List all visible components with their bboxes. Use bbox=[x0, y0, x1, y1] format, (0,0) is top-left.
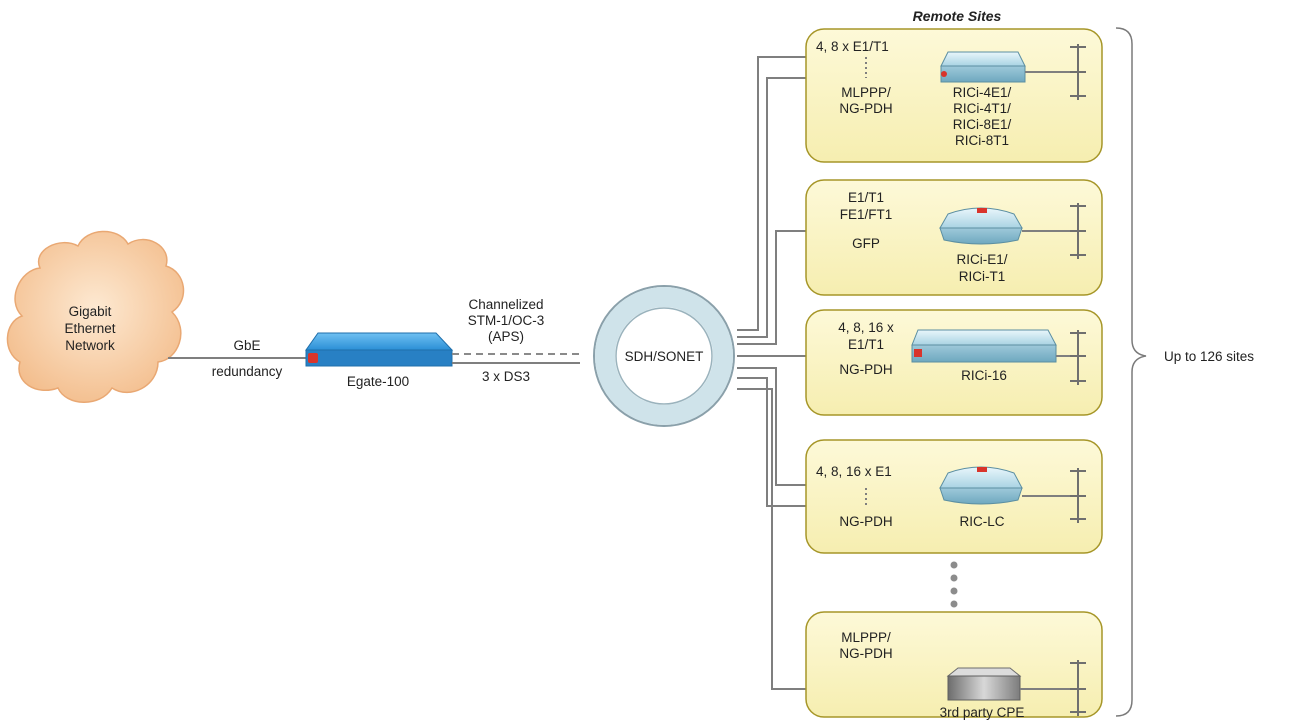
site2-device-line2: RICi-T1 bbox=[959, 269, 1006, 284]
site4-device-line1: RIC-LC bbox=[959, 514, 1004, 529]
ric-i-e1-device bbox=[939, 207, 1023, 245]
site3-lan-ports bbox=[1070, 330, 1086, 385]
site1-proto-line2: NG-PDH bbox=[839, 101, 892, 116]
site1-device-line3: RICi-8E1/ bbox=[953, 117, 1012, 132]
sdh-sonet-ring: SDH/SONET bbox=[593, 285, 735, 427]
site1-link-label: 4, 8 x E1/T1 bbox=[816, 39, 889, 54]
remote-site-2: E1/T1 FE1/FT1 GFP RICi-E1/ RICi-T1 bbox=[805, 179, 1103, 296]
gbe-redundancy-label: redundancy bbox=[212, 364, 283, 379]
sites-range-label: Up to 126 sites bbox=[1164, 349, 1254, 364]
uplink-label-line1: Channelized bbox=[468, 297, 543, 312]
site1-device-line4: RICi-8T1 bbox=[955, 133, 1009, 148]
site3-device-line1: RICi-16 bbox=[961, 368, 1007, 383]
site1-device-line1: RICi-4E1/ bbox=[953, 85, 1012, 100]
ric-i-16-device bbox=[911, 329, 1057, 363]
uplink: Channelized STM-1/OC-3 (APS) 3 x DS3 bbox=[452, 297, 580, 384]
site1-lan-ports bbox=[1070, 44, 1086, 100]
gbe-link-label: GbE bbox=[233, 338, 260, 353]
gbe-link: GbE redundancy bbox=[168, 338, 306, 379]
site4-link-line1: 4, 8, 16 x E1 bbox=[816, 464, 892, 479]
remote-sites-title: Remote Sites bbox=[913, 8, 1002, 24]
egate-100-device: Egate-100 bbox=[305, 332, 454, 389]
site2-link-line2: FE1/FT1 bbox=[840, 207, 893, 222]
cloud-icon bbox=[6, 230, 185, 403]
ric-lc-device bbox=[939, 466, 1023, 505]
uplink-ds3-label: 3 x DS3 bbox=[482, 369, 530, 384]
site1-proto-line1: MLPPP/ bbox=[841, 85, 891, 100]
egate-led-icon bbox=[308, 353, 318, 363]
site5-device-line1: 3rd party CPE bbox=[940, 705, 1025, 720]
site2-link-line1: E1/T1 bbox=[848, 190, 884, 205]
site4-proto-line1: NG-PDH bbox=[839, 514, 892, 529]
remote-site-4: 4, 8, 16 x E1 NG-PDH RIC-LC bbox=[805, 439, 1103, 554]
site5-proto-line2: NG-PDH bbox=[839, 646, 892, 661]
cloud-label-line2: Ethernet bbox=[64, 321, 115, 336]
more-sites-dots bbox=[950, 561, 958, 608]
remote-site-3: 4, 8, 16 x E1/T1 NG-PDH RICi-16 bbox=[805, 309, 1103, 416]
uplink-label-line2: STM-1/OC-3 bbox=[468, 313, 545, 328]
sites-range-brace bbox=[1115, 27, 1147, 717]
site2-device-line1: RICi-E1/ bbox=[956, 252, 1007, 267]
site2-proto-line1: GFP bbox=[852, 236, 880, 251]
cloud-label-line1: Gigabit bbox=[69, 304, 112, 319]
site3-link-line2: E1/T1 bbox=[848, 337, 884, 352]
ring-label: SDH/SONET bbox=[625, 349, 704, 364]
gigabit-ethernet-cloud: Gigabit Ethernet Network bbox=[6, 230, 185, 403]
ric-i-4e1-device bbox=[940, 51, 1026, 83]
site1-device-line2: RICi-4T1/ bbox=[953, 101, 1011, 116]
site5-lan-ports bbox=[1070, 660, 1086, 716]
uplink-label-line3: (APS) bbox=[488, 329, 524, 344]
egate-label: Egate-100 bbox=[347, 374, 409, 389]
site3-proto-line1: NG-PDH bbox=[839, 362, 892, 377]
third-party-cpe-device bbox=[946, 667, 1022, 701]
remote-site-5: MLPPP/ NG-PDH 3rd party CPE bbox=[805, 611, 1103, 720]
site5-proto-line1: MLPPP/ bbox=[841, 630, 891, 645]
remote-site-1: 4, 8 x E1/T1 MLPPP/ NG-PDH RICi-4E1/ RIC… bbox=[805, 28, 1103, 163]
site3-link-line1: 4, 8, 16 x bbox=[838, 320, 894, 335]
site4-lan-ports bbox=[1070, 468, 1086, 523]
site2-lan-ports bbox=[1070, 203, 1086, 259]
cloud-label-line3: Network bbox=[65, 338, 115, 353]
